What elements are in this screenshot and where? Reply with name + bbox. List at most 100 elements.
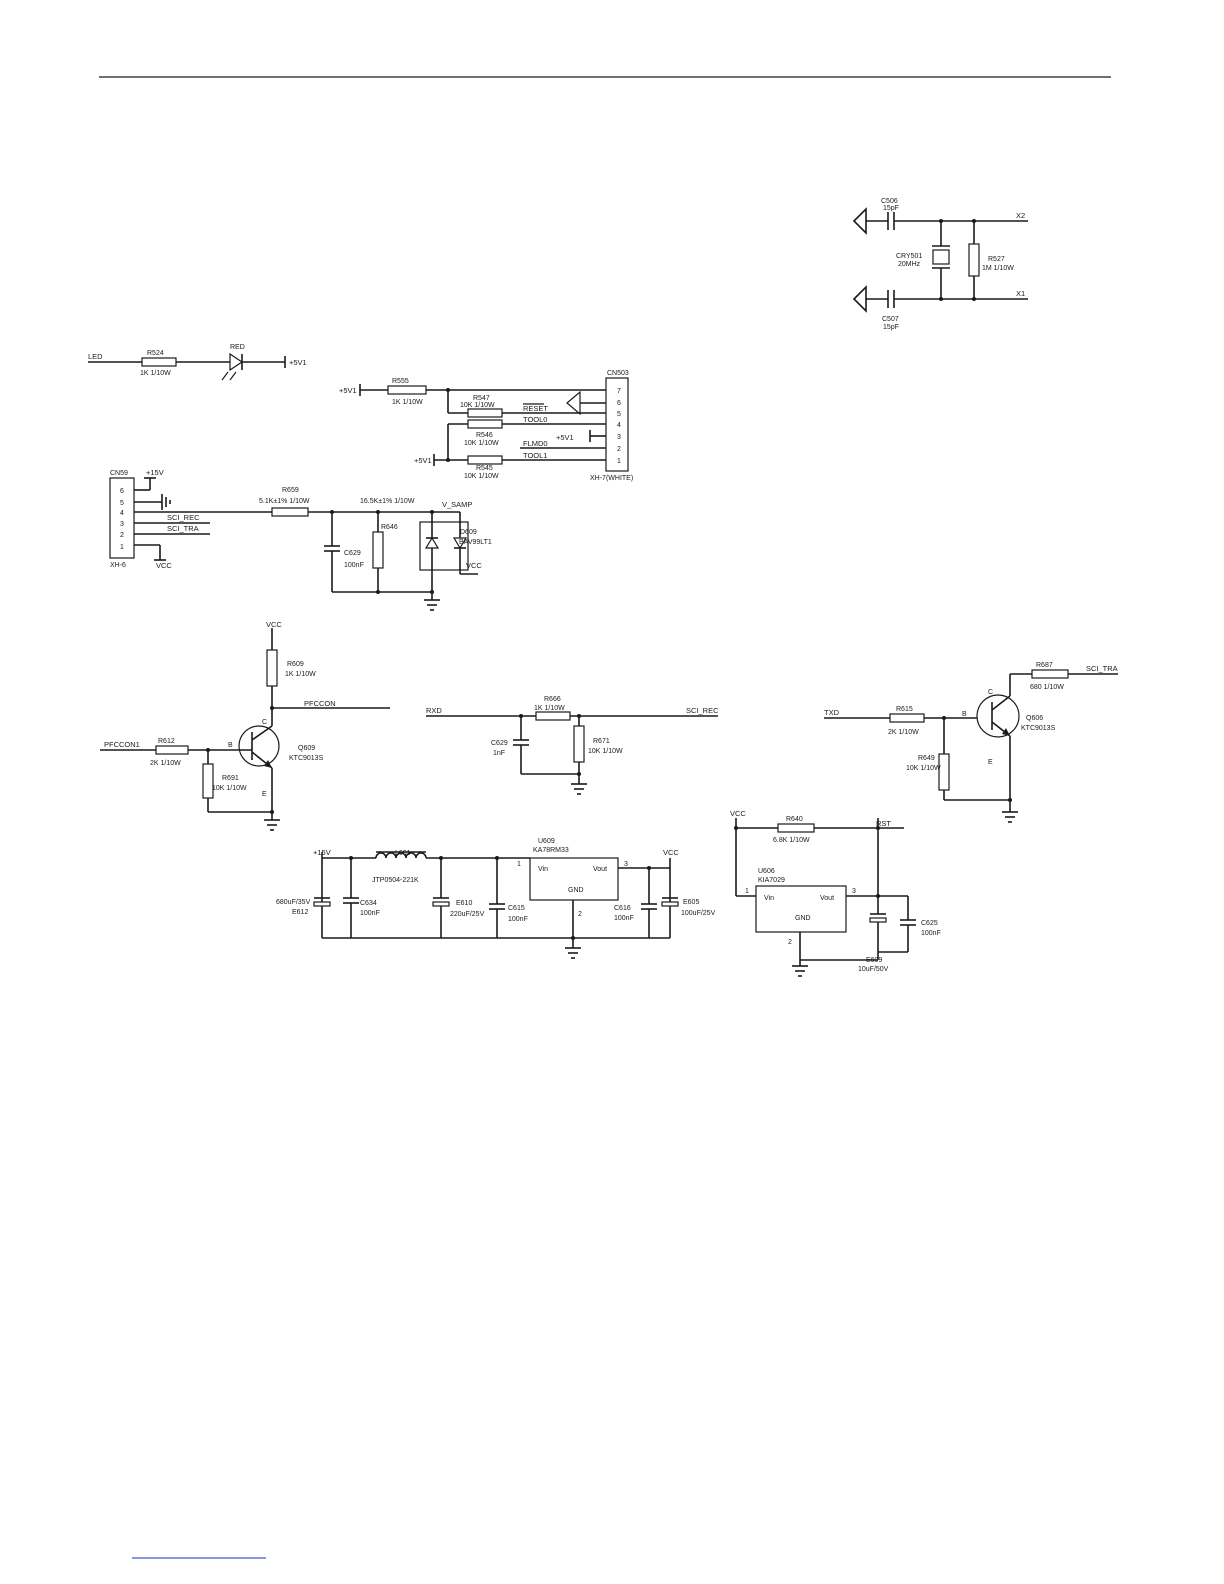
- c507-value: 15pF: [883, 324, 899, 331]
- e610-value: 220uF/25V: [450, 911, 485, 918]
- r640-value: 6.8K 1/10W: [773, 837, 810, 844]
- q609-pfc-driver: VCC R609 1K 1/10W PFCCON PFCCON1 R612 2K…: [100, 620, 390, 831]
- r609-ref: R609: [287, 661, 304, 668]
- cn503-pin-2: 2: [617, 446, 621, 453]
- net-x1: X1: [1016, 289, 1025, 298]
- cn5-pin-4: 4: [120, 510, 124, 517]
- cn503-pin-3: 3: [617, 434, 621, 441]
- r615-value: 2K 1/10W: [888, 729, 919, 736]
- q609-ref: Q609: [298, 745, 315, 752]
- c616-ref: C616: [614, 905, 631, 912]
- cn5-type: XH-6: [110, 562, 126, 569]
- c616-value: 100nF: [614, 915, 634, 922]
- c634-ref: C634: [360, 900, 377, 907]
- u609-pin-2: 2: [578, 911, 582, 918]
- r555-value: 1K 1/10W: [392, 399, 423, 406]
- q606-transmit-circuit: TXD SCI_TRA R687 680 1/10W R615 2K 1/10W…: [824, 662, 1118, 823]
- cn5-pin-5: 5: [120, 500, 124, 507]
- r527-value: 1M 1/10W: [982, 265, 1014, 272]
- u609-vout: Vout: [593, 866, 607, 873]
- u606-vin: Vin: [764, 895, 774, 902]
- r646-ref: R646: [381, 524, 398, 531]
- r545-ref: R545: [476, 465, 493, 472]
- cn5-pin-2: 2: [120, 532, 124, 539]
- net-tool0: TOOL0: [523, 415, 547, 424]
- r546-ref: R546: [476, 432, 493, 439]
- r547-ref: R547: [473, 395, 490, 402]
- q606-value: KTC9013S: [1021, 725, 1056, 732]
- q609-pin-e: E: [262, 791, 267, 798]
- c629b-ref: C629: [491, 740, 508, 747]
- cn5-sampling-circuit: CN59 XH-6 6 5 4 3 2 1 +15V VCC SCI_REC S…: [109, 468, 492, 611]
- supply-5v1-a: +5V1: [339, 386, 357, 395]
- c615-value: 100nF: [508, 916, 528, 923]
- e605-ref: E605: [683, 899, 699, 906]
- r545-value: 10K 1/10W: [464, 473, 499, 480]
- r671-value: 10K 1/10W: [588, 748, 623, 755]
- cn503-pin-7: 7: [617, 388, 621, 395]
- e605-value: 100uF/25V: [681, 910, 716, 917]
- r609-value: 1K 1/10W: [285, 671, 316, 678]
- net-txd: TXD: [824, 708, 840, 717]
- e609-value: 10uF/50V: [858, 966, 889, 973]
- c506-ref: C506: [881, 198, 898, 205]
- supply-5v1-b: +5V1: [414, 456, 432, 465]
- u606-pin-3: 3: [852, 888, 856, 895]
- r555-ref: R555: [392, 378, 409, 385]
- net-vcc-reg: VCC: [663, 848, 679, 857]
- cn503-pin-5: 5: [617, 411, 621, 418]
- supply-5v1-c: +5V1: [556, 433, 574, 442]
- e609-ref: E609: [866, 957, 882, 964]
- net-vcc-rst: VCC: [730, 809, 746, 818]
- net-sci-rec-out: SCI_REC: [686, 706, 719, 715]
- r659-value: 5.1K±1% 1/10W: [259, 498, 310, 505]
- r640-ref: R640: [786, 816, 803, 823]
- c629-ref: C629: [344, 550, 361, 557]
- net-reset: RESET: [523, 404, 548, 413]
- net-15v-reg: +15V: [313, 848, 331, 857]
- net-flmd0: FLMD0: [523, 439, 548, 448]
- q609-pin-b: B: [228, 742, 233, 749]
- crystal-ref: CRY501: [896, 253, 922, 260]
- r527-ref: R527: [988, 256, 1005, 263]
- u606-pin-1: 1: [745, 888, 749, 895]
- c615-ref: C615: [508, 905, 525, 912]
- l601-ref: L601: [395, 850, 411, 857]
- led-ref: RED: [230, 344, 245, 351]
- cn503-pin-4: 4: [617, 422, 621, 429]
- r547-value: 10K 1/10W: [460, 402, 495, 409]
- q609-pin-c: C: [262, 719, 267, 726]
- r666-ref: R666: [544, 696, 561, 703]
- net-pfccon1: PFCCON1: [104, 740, 140, 749]
- d609-ref: D609: [460, 529, 477, 536]
- r-top-value: 16.5K±1% 1/10W: [360, 498, 415, 505]
- u609-vin: Vin: [538, 866, 548, 873]
- r612-ref: R612: [158, 738, 175, 745]
- q606-pin-b: B: [962, 711, 967, 718]
- c625-ref: C625: [921, 920, 938, 927]
- r649-value: 10K 1/10W: [906, 765, 941, 772]
- net-vcc-cn5: VCC: [156, 561, 172, 570]
- q606-pin-c: C: [988, 689, 993, 696]
- c629-value: 100nF: [344, 562, 364, 569]
- crystal-value: 20MHz: [898, 261, 921, 268]
- l601-value: JTP0504-221K: [372, 877, 419, 884]
- cn503-type: XH-7(WHITE): [590, 475, 633, 482]
- c506-value: 15pF: [883, 205, 899, 212]
- q609-value: KTC9013S: [289, 755, 324, 762]
- u606-ref: U606: [758, 868, 775, 875]
- r666-value: 1K 1/10W: [534, 705, 565, 712]
- net-vcc-q609: VCC: [266, 620, 282, 629]
- cn5-ref: CN59: [110, 470, 128, 477]
- r546-value: 10K 1/10W: [464, 440, 499, 447]
- c629b-value: 1nF: [493, 750, 505, 757]
- reset-circuit: VCC RST R640 6.8K 1/10W U606 KIA7029 Vin…: [730, 809, 941, 977]
- c634-value: 100nF: [360, 910, 380, 917]
- e612-ref: E612: [292, 909, 308, 916]
- cn503-pin-6: 6: [617, 400, 621, 407]
- net-sci-rec: SCI_REC: [167, 513, 200, 522]
- net-x2: X2: [1016, 211, 1025, 220]
- u609-gnd: GND: [568, 887, 584, 894]
- u609-value: KA78RM33: [533, 847, 569, 854]
- rxd-receive-circuit: RXD SCI_REC R666 1K 1/10W C629 1nF R671 …: [426, 696, 719, 795]
